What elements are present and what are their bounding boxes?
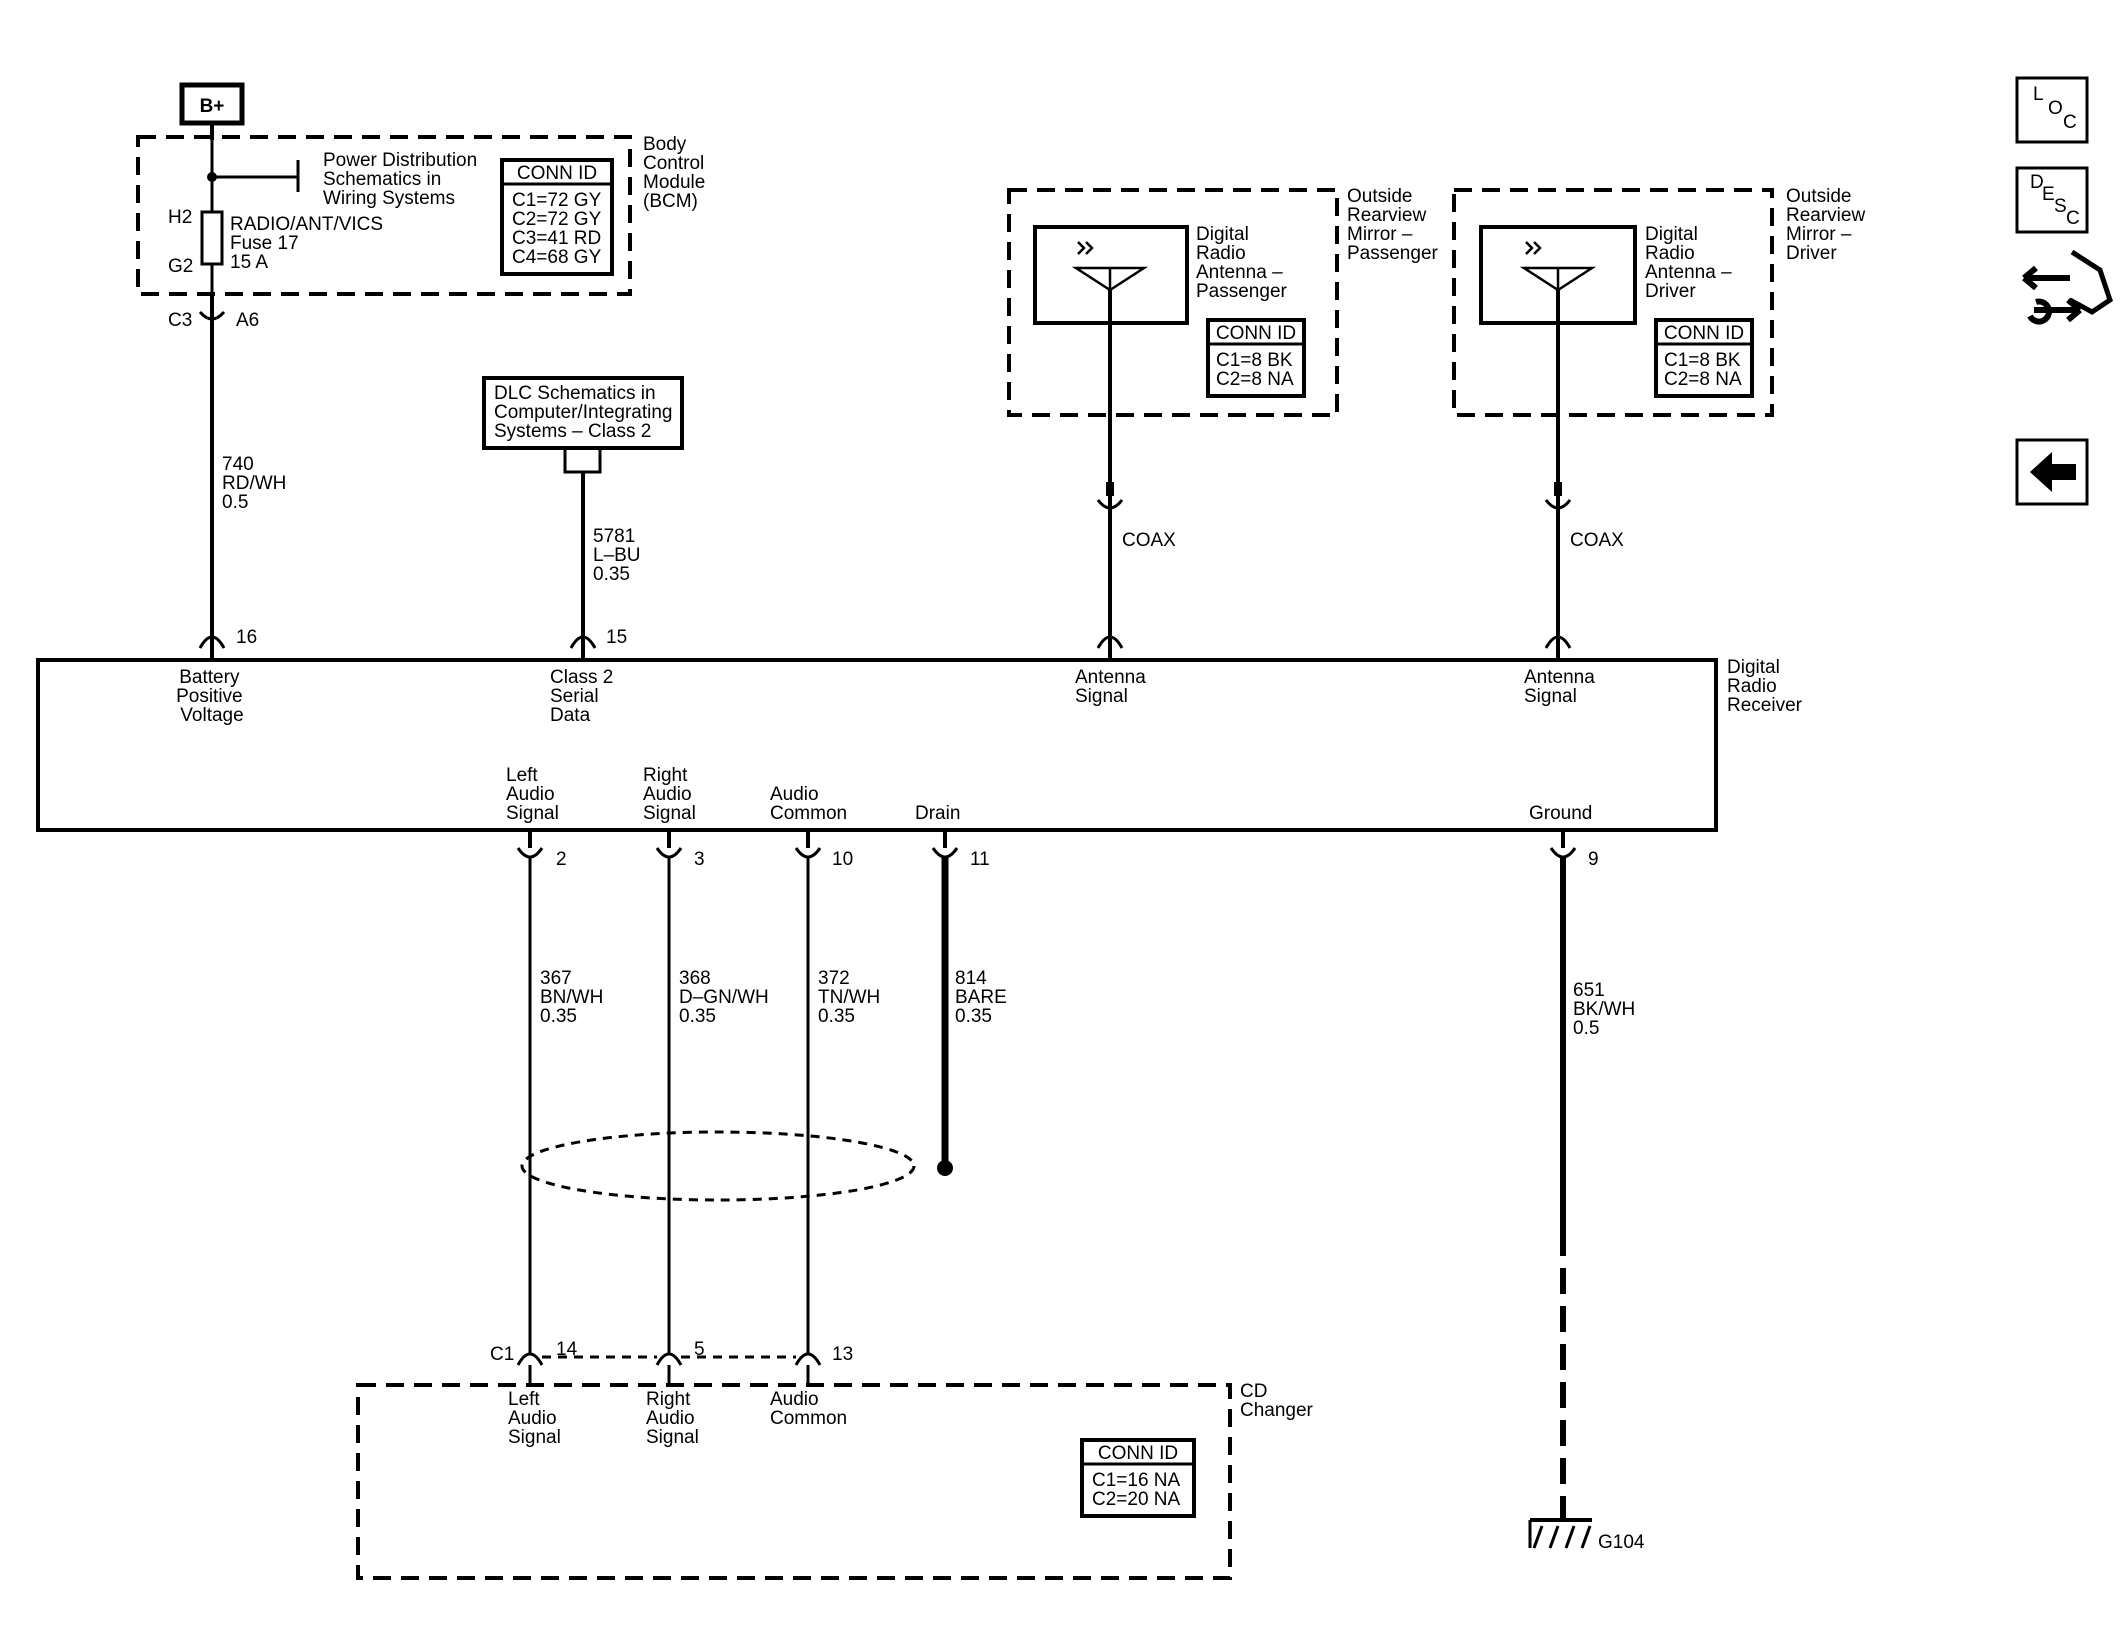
desc-button[interactable]: D E S C [2015,166,2089,234]
receiver-top-connectors [198,635,1572,660]
mirror-driver-outline [1452,188,1774,417]
svg-text:CONN ID: CONN ID [1216,323,1296,344]
digital-radio-receiver-box [36,658,1718,832]
wire-740-label: 740 RD/WH 0.5 [222,454,292,513]
pin-10: 10 [832,849,853,870]
pin-2: 2 [556,849,567,870]
bcm-connector-label: C3 [168,310,192,331]
loc-button[interactable]: L O C [2015,76,2089,144]
signal-right-audio: Right Audio Signal [643,765,697,824]
svg-text:C1=72 GY C2=72 GY: C1=72 GY C2=72 GY C3=41 RD C4=68 GY [512,190,607,268]
pin-13: 13 [832,1344,853,1365]
svg-text:CONN ID: CONN ID [1098,1443,1178,1464]
bcm-conn-id-table: CONN ID C1=72 GY C2=72 GY C3=41 RD C4=68… [500,158,614,276]
passenger-conn-id-table: CONN ID C1=8 BK C2=8 NA [1206,318,1306,398]
signal-drain: Drain [915,803,960,824]
svg-text:C1=8 BK C2=8 NA: C1=8 BK C2=8 NA [1216,350,1298,390]
fuse-pin-h2: H2 [168,207,192,228]
signal-ground: Ground [1529,803,1592,824]
back-button[interactable] [2015,438,2089,506]
svg-text:C1=8 BK C2=8 NA: C1=8 BK C2=8 NA [1664,350,1746,390]
mirror-driver-title: Outside Rearview Mirror – Driver [1786,186,1870,264]
wire-651-label: 651 BK/WH 0.5 [1573,980,1641,1039]
cd-changer-conn-c1: C1 [490,1344,514,1365]
wire-367-label: 367 BN/WH 0.35 [540,968,609,1027]
pin-16: 16 [236,627,257,648]
bcm-module-outline [136,135,632,296]
wire-5781-label: 5781 L–BU 0.35 [593,526,646,585]
svg-text:C1=16 NA C2=20 NA: C1=16 NA C2=20 NA [1092,1470,1184,1510]
cd-signal-right-audio: Right Audio Signal [646,1389,700,1448]
pin-15: 15 [606,627,627,648]
dlc-reference-label: DLC Schematics in Computer/Integrating S… [494,383,678,442]
signal-left-audio: Left Audio Signal [506,765,560,824]
pin-11: 11 [970,849,990,870]
signal-class2-serial-data: Class 2 Serial Data [550,667,619,726]
coax-label-driver: COAX [1570,530,1624,551]
pin-3: 3 [694,849,705,870]
mirror-passenger-outline [1007,188,1339,417]
antenna-symbol-icon [1071,241,1149,292]
b-plus-label: B+ [200,96,225,117]
antenna-passenger-label: Digital Radio Antenna – Passenger [1196,224,1288,302]
svg-text:E: E [2042,184,2055,205]
cd-changer-connectors [516,1352,822,1385]
svg-text:C: C [2066,208,2080,229]
cd-changer-outline [356,1383,1232,1580]
fuse-pin-g2: G2 [168,256,193,277]
wire-814-label: 814 BARE 0.35 [955,968,1012,1027]
drain-splice-dot [937,1160,953,1176]
antenna-driver-label: Digital Radio Antenna – Driver [1645,224,1737,302]
coax-label-passenger: COAX [1122,530,1176,551]
svg-text:O: O [2048,98,2063,119]
svg-text:S: S [2054,196,2067,217]
wire-372-label: 372 TN/WH 0.35 [818,968,886,1027]
svg-text:C: C [2063,112,2077,133]
fuse-label: RADIO/ANT/VICS Fuse 17 15 A [230,214,388,273]
signal-antenna-passenger: Antenna Signal [1075,667,1151,707]
svg-text:L: L [2033,84,2044,105]
cd-signal-left-audio: Left Audio Signal [508,1389,562,1448]
bcm-module-title: Body Control Module (BCM) [643,134,711,212]
antenna-symbol-icon [1519,241,1597,292]
receiver-title: Digital Radio Receiver [1727,657,1803,716]
pin-14: 14 [556,1339,578,1360]
wire-368-label: 368 D–GN/WH 0.35 [679,968,774,1027]
pin-9: 9 [1588,849,1599,870]
receiver-bottom-connectors [516,830,1577,859]
svg-text:CONN ID: CONN ID [1664,323,1744,344]
pin-5: 5 [694,1339,705,1360]
svg-text:CONN ID: CONN ID [517,163,597,184]
signal-antenna-driver: Antenna Signal [1524,667,1600,707]
cable-shield [520,1130,916,1202]
cd-changer-title: CD Changer [1240,1381,1314,1421]
coax-connector-driver [1544,499,1572,510]
fuse-symbol [200,210,224,266]
dlc-reference-box[interactable] [482,376,684,450]
signal-audio-common: Audio Common [770,784,847,824]
mirror-passenger-title: Outside Rearview Mirror – Passenger [1347,186,1439,264]
signal-battery-positive-voltage: Battery Positive Voltage [176,667,248,726]
ground-symbol-icon [1528,1518,1592,1549]
ground-label-g104: G104 [1598,1532,1645,1553]
svg-text:D: D [2030,172,2044,193]
bcm-pin-label: A6 [236,310,259,331]
power-distribution-ref: Power Distribution Schematics in Wiring … [323,150,482,209]
cd-signal-audio-common: Audio Common [770,1389,847,1429]
driver-conn-id-table: CONN ID C1=8 BK C2=8 NA [1654,318,1754,398]
coax-connector-passenger [1096,499,1124,510]
connector-end-view-icon[interactable] [2022,249,2113,325]
cd-changer-conn-id-table: CONN ID C1=16 NA C2=20 NA [1080,1438,1196,1518]
left-arrow-icon [2030,452,2076,492]
